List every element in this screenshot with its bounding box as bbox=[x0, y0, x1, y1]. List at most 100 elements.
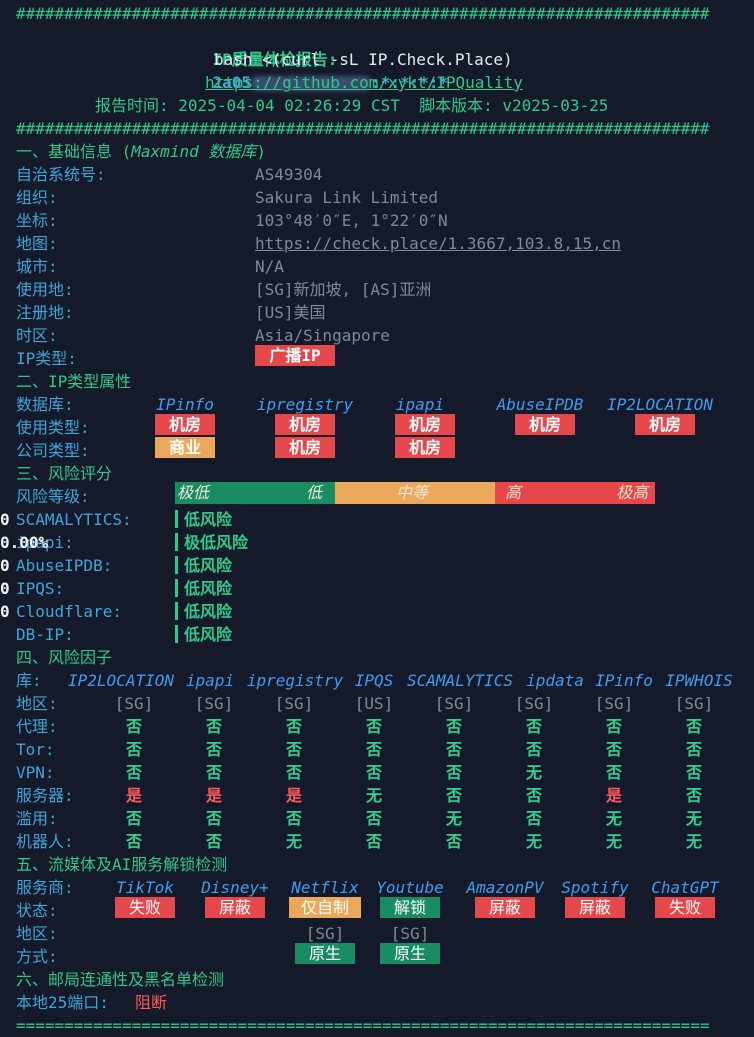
factor-region-cell: [SG] bbox=[194, 694, 234, 713]
factor-abuse-cell: 否 bbox=[525, 809, 542, 828]
report-time-label: 报告时间: bbox=[95, 96, 169, 115]
service-method-badge: 原生 bbox=[380, 943, 440, 964]
factor-vpn-cell: 否 bbox=[205, 763, 222, 782]
factor-abuse-label: 滥用: bbox=[16, 809, 58, 828]
report-title-ip: 2a05 bbox=[212, 73, 252, 92]
factor-proxy-cell: 否 bbox=[285, 717, 302, 736]
report-title-ip-mask: :*:*:*:* bbox=[371, 73, 449, 92]
factor-bot-cell: 无 bbox=[525, 832, 542, 851]
section-streaming-title: 五、流媒体及AI服务解锁检测 bbox=[16, 855, 228, 874]
command-line: bash <(curl -sL IP.Check.Place) bbox=[214, 50, 513, 69]
score-source: DB-IP: bbox=[16, 625, 74, 644]
factor-tor-cell: 否 bbox=[525, 740, 542, 759]
report-title: IP质量体检报告: 2a05 :*:*:*:* bbox=[174, 25, 449, 92]
score-marker bbox=[175, 602, 178, 620]
score-risk: 极低风险 bbox=[184, 533, 249, 552]
factor-server-cell: 无 bbox=[365, 786, 382, 805]
factor-vpn-cell: 否 bbox=[605, 763, 622, 782]
service-status-badge: 屏蔽 bbox=[565, 897, 625, 918]
lib-ip2location: IP2LOCATION bbox=[68, 671, 174, 690]
service-status-badge: 仅自制 bbox=[289, 897, 361, 918]
map-link[interactable]: https://check.place/1.3667,103.8,15,cn bbox=[255, 234, 622, 253]
score-risk: 低风险 bbox=[184, 625, 233, 644]
company-badge: 机房 bbox=[275, 437, 335, 458]
registration-value: [US]美国 bbox=[255, 303, 326, 322]
port25-label: 本地25端口: bbox=[16, 993, 109, 1012]
factor-bot-cell: 否 bbox=[205, 832, 222, 851]
factor-server-cell: 否 bbox=[685, 786, 702, 805]
section-basic-info-db: Maxmind 数据库 bbox=[131, 142, 257, 161]
repo-link[interactable]: https://github.com/xykt/IPQuality bbox=[205, 73, 523, 92]
factor-bot-cell: 否 bbox=[365, 832, 382, 851]
hash-divider-top: ########################################… bbox=[16, 4, 710, 23]
coords-label: 坐标: bbox=[16, 211, 58, 230]
db-ipinfo: IPinfo bbox=[156, 395, 214, 414]
factor-region-cell: [SG] bbox=[594, 694, 634, 713]
city-label: 城市: bbox=[16, 257, 58, 276]
service-region: [SG] bbox=[305, 924, 345, 943]
factor-proxy-cell: 否 bbox=[605, 717, 622, 736]
asn-label: 自治系统号: bbox=[16, 165, 106, 184]
factor-region-cell: [SG] bbox=[434, 694, 474, 713]
service-name: TikTok bbox=[116, 878, 174, 897]
factor-abuse-cell: 否 bbox=[125, 809, 142, 828]
factor-tor-cell: 否 bbox=[205, 740, 222, 759]
section-basic-info-heading: 一、基础信息 ( bbox=[16, 142, 132, 161]
factor-proxy-cell: 否 bbox=[445, 717, 462, 736]
score-risk: 低风险 bbox=[184, 510, 233, 529]
service-name: Youtube bbox=[376, 878, 444, 897]
factor-tor-cell: 否 bbox=[685, 740, 702, 759]
lib-ipwhois: IPWHOIS bbox=[665, 671, 733, 690]
factor-server-label: 服务器: bbox=[16, 786, 74, 805]
usage-badge: 机房 bbox=[635, 414, 695, 435]
risk-level-high: 高 bbox=[505, 483, 522, 502]
lib-ipinfo: IPinfo bbox=[595, 671, 653, 690]
factor-server-cell: 是 bbox=[285, 786, 302, 805]
factor-bot-cell: 无 bbox=[685, 832, 702, 851]
factor-vpn-cell: 无 bbox=[525, 763, 542, 782]
service-region: [SG] bbox=[390, 924, 430, 943]
usage-location-label: 使用地: bbox=[16, 280, 74, 299]
factor-region-cell: [SG] bbox=[674, 694, 714, 713]
timezone-label: 时区: bbox=[16, 326, 58, 345]
score-value: 0 bbox=[0, 602, 10, 621]
timezone-value: Asia/Singapore bbox=[255, 326, 390, 345]
factor-tor-cell: 否 bbox=[125, 740, 142, 759]
version-label: 脚本版本: bbox=[419, 96, 493, 115]
registration-label: 注册地: bbox=[16, 303, 74, 322]
score-value: 0 bbox=[0, 510, 10, 529]
section-iptype-title: 二、IP类型属性 bbox=[16, 372, 132, 391]
score-marker bbox=[175, 533, 178, 551]
service-name: ChatGPT bbox=[651, 878, 719, 897]
report-title-label: IP质量体检报告: bbox=[212, 50, 338, 69]
risk-level-very-high: 极高 bbox=[616, 483, 649, 502]
lib-ipapi: ipapi bbox=[185, 671, 235, 690]
usage-badge: 机房 bbox=[395, 414, 455, 435]
factor-proxy-cell: 否 bbox=[205, 717, 222, 736]
db-ipregistry: ipregistry bbox=[256, 395, 354, 414]
risk-level-medium: 中等 bbox=[396, 483, 429, 502]
factor-abuse-cell: 无 bbox=[685, 809, 702, 828]
iptype-label: IP类型: bbox=[16, 349, 77, 368]
lib-ipqs: IPQS bbox=[354, 671, 394, 690]
factor-region-cell: [SG] bbox=[274, 694, 314, 713]
factor-server-cell: 否 bbox=[525, 786, 542, 805]
db-label: 数据库: bbox=[16, 395, 74, 414]
unlock-region-label: 地区: bbox=[16, 924, 58, 943]
score-source: IPQS: bbox=[16, 579, 65, 598]
eq-divider: ========================================… bbox=[16, 1016, 710, 1035]
factor-bot-cell: 否 bbox=[125, 832, 142, 851]
score-value: 0 bbox=[0, 556, 10, 575]
usage-location-value: [SG]新加坡, [AS]亚洲 bbox=[255, 280, 432, 299]
db-abuseipdb: AbuseIPDB bbox=[496, 395, 584, 414]
score-source: Cloudflare: bbox=[16, 602, 122, 621]
factor-tor-cell: 否 bbox=[445, 740, 462, 759]
score-risk: 低风险 bbox=[184, 602, 233, 621]
service-status-badge: 失败 bbox=[115, 897, 175, 918]
report-time-line: 报告时间: 2025-04-04 02:26:29 CST 脚本版本: v202… bbox=[95, 94, 608, 117]
factor-proxy-cell: 否 bbox=[685, 717, 702, 736]
redaction-blur bbox=[251, 76, 372, 91]
company-badge: 商业 bbox=[155, 437, 215, 458]
hash-divider-bottom: ########################################… bbox=[16, 119, 710, 138]
factor-bot-cell: 无 bbox=[285, 832, 302, 851]
